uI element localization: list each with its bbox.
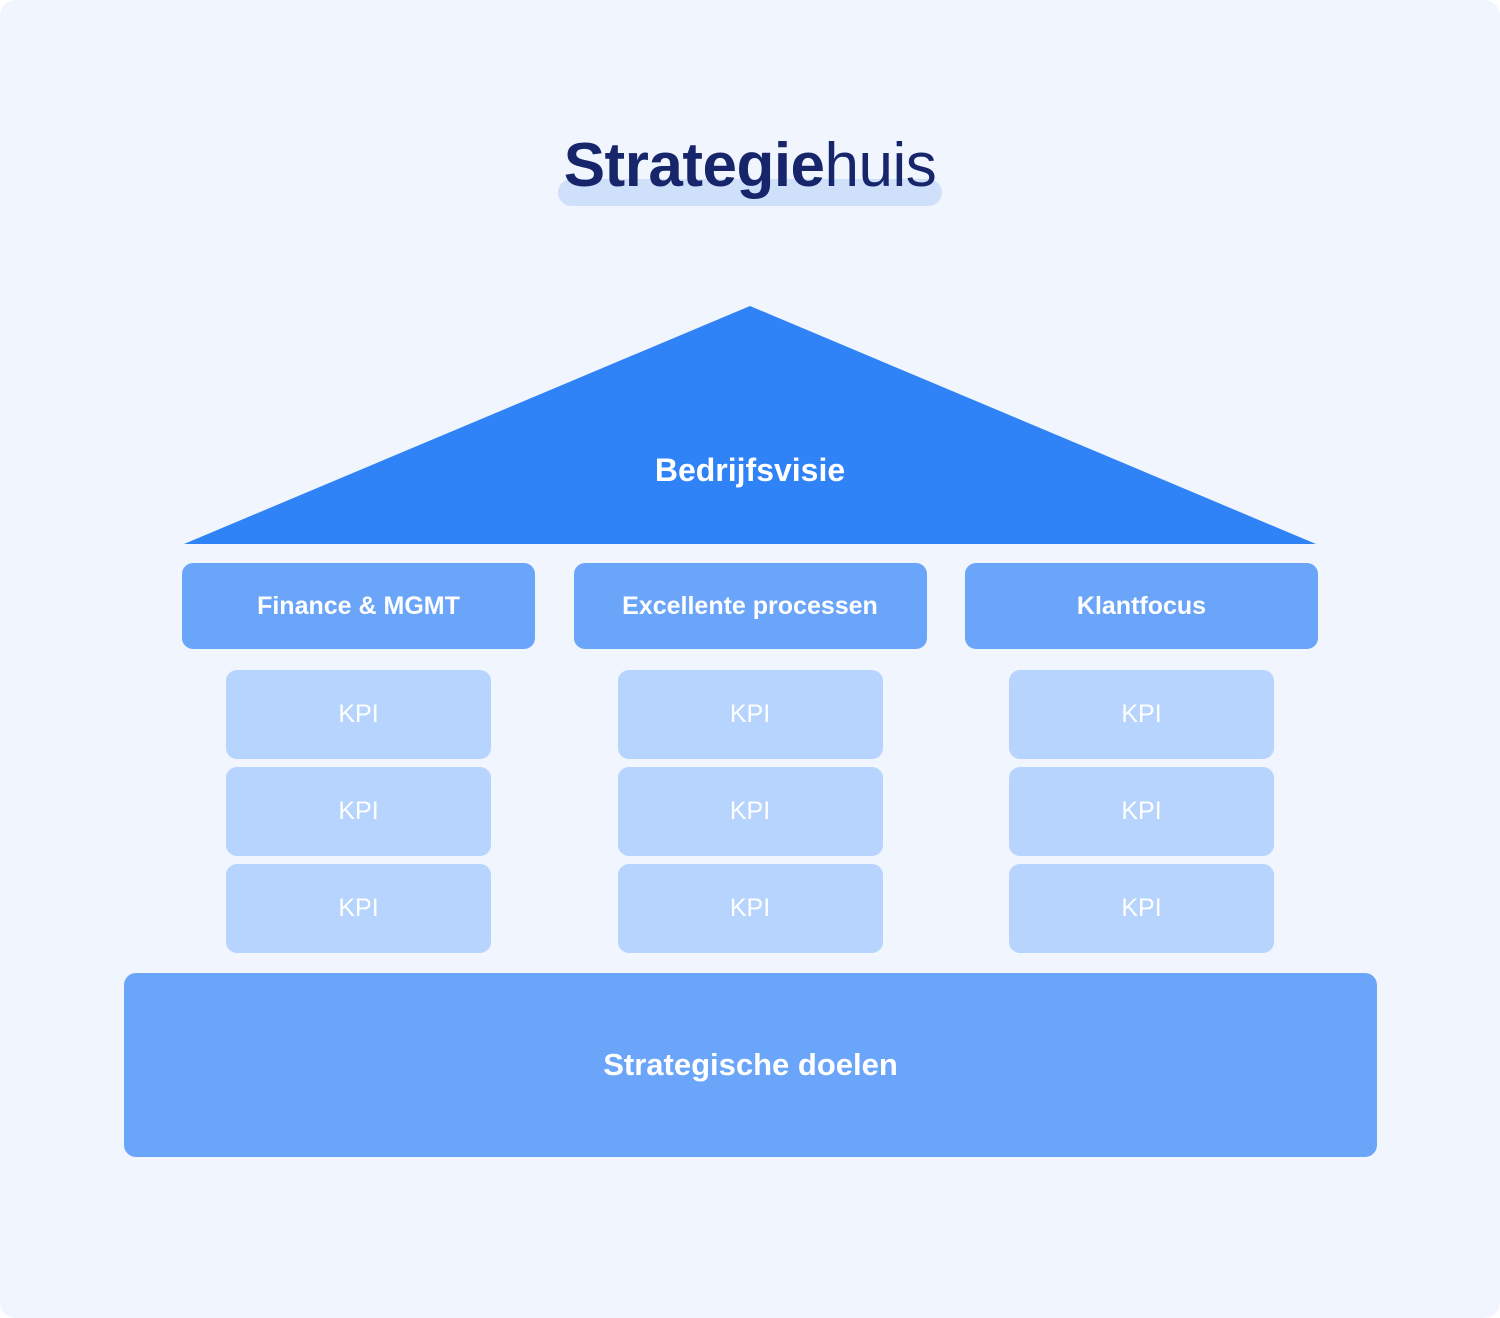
title-highlight-bar bbox=[557, 179, 943, 206]
roof-vision-triangle[interactable]: Bedrijfsvisie bbox=[184, 306, 1316, 544]
title-inner: Strategiehuis bbox=[557, 120, 943, 212]
kpi-stack-finance-mgmt: KPI KPI KPI bbox=[226, 670, 491, 953]
pillar-header-excellente-processen[interactable]: Excellente processen bbox=[573, 563, 927, 649]
page-title: Strategiehuis bbox=[0, 120, 1500, 230]
pillar-klantfocus: Klantfocus KPI KPI KPI bbox=[965, 563, 1318, 953]
foundation-strategic-goals[interactable]: Strategische doelen bbox=[124, 973, 1377, 1157]
kpi-box[interactable]: KPI bbox=[226, 864, 491, 953]
pillars-container: Finance & MGMT KPI KPI KPI Excellente pr… bbox=[182, 563, 1318, 953]
title-bold-part: Strategie bbox=[563, 131, 825, 200]
kpi-box[interactable]: KPI bbox=[617, 670, 883, 759]
kpi-box[interactable]: KPI bbox=[226, 767, 491, 856]
kpi-box[interactable]: KPI bbox=[226, 670, 491, 759]
kpi-box[interactable]: KPI bbox=[1009, 864, 1274, 953]
title-light-part: huis bbox=[824, 131, 937, 200]
kpi-box[interactable]: KPI bbox=[617, 864, 883, 953]
kpi-box[interactable]: KPI bbox=[617, 767, 883, 856]
roof-triangle-shape bbox=[184, 306, 1316, 544]
kpi-box[interactable]: KPI bbox=[1009, 767, 1274, 856]
title-text: Strategiehuis bbox=[564, 131, 937, 200]
kpi-stack-excellente-processen: KPI KPI KPI bbox=[617, 670, 883, 953]
pillar-header-finance-mgmt[interactable]: Finance & MGMT bbox=[182, 563, 535, 649]
kpi-stack-klantfocus: KPI KPI KPI bbox=[1009, 670, 1274, 953]
pillar-header-klantfocus[interactable]: Klantfocus bbox=[965, 563, 1318, 649]
pillar-excellente-processen: Excellente processen KPI KPI KPI bbox=[573, 563, 927, 953]
kpi-box[interactable]: KPI bbox=[1009, 670, 1274, 759]
pillar-finance-mgmt: Finance & MGMT KPI KPI KPI bbox=[182, 563, 535, 953]
